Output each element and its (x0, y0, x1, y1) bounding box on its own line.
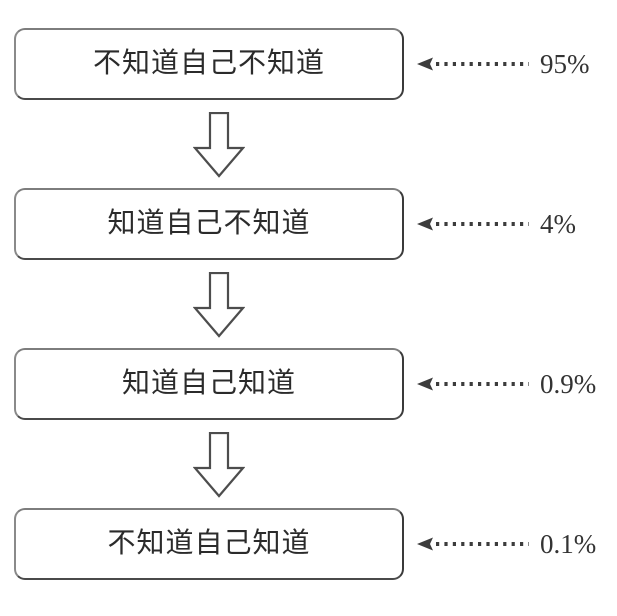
stage-label: 知道自己知道 (121, 366, 296, 399)
stage-box[interactable]: 知道自己不知道 (14, 188, 404, 260)
down-arrow-icon (193, 272, 245, 338)
stage-row: 知道自己不知道 4% (0, 188, 617, 260)
stage-box[interactable]: 不知道自己不知道 (14, 28, 404, 100)
down-arrow-icon (193, 112, 245, 178)
stage-row: 知道自己知道 0.9% (0, 348, 617, 420)
stage-percent: 0.9% (540, 369, 597, 399)
dotted-left-arrow-icon (417, 54, 532, 74)
dotted-left-arrow-icon (417, 214, 532, 234)
down-arrow-icon (193, 432, 245, 498)
dotted-left-arrow-icon (417, 374, 532, 394)
stage-label: 知道自己不知道 (107, 206, 311, 239)
stage-box[interactable]: 知道自己知道 (14, 348, 404, 420)
stage-row: 不知道自己不知道 95% (0, 28, 617, 100)
stage-box[interactable]: 不知道自己知道 (14, 508, 404, 580)
stage-label: 不知道自己知道 (107, 526, 311, 559)
stage-percent: 95% (540, 49, 590, 79)
stage-percent: 4% (540, 209, 576, 239)
stage-label: 不知道自己不知道 (92, 46, 325, 79)
stage-row: 不知道自己知道 0.1% (0, 508, 617, 580)
dotted-left-arrow-icon (417, 534, 532, 554)
stage-percent: 0.1% (540, 529, 597, 559)
